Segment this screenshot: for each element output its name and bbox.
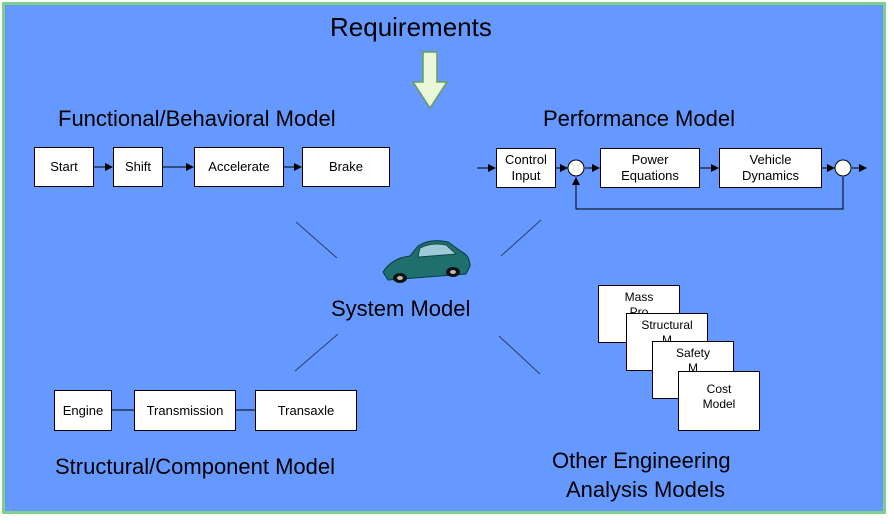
other-models-title-line2: Analysis Models	[566, 477, 725, 502]
structural-box-transaxle: Transaxle	[255, 390, 357, 431]
structural-model-title: Structural/Component Model	[55, 454, 336, 479]
performance-connectors	[477, 164, 867, 210]
summing-junction-1	[567, 159, 585, 177]
structural-box-transmission: Transmission	[134, 390, 236, 431]
requirements-title: Requirements	[330, 12, 492, 42]
performance-box-control-input: Control Input	[496, 148, 556, 188]
other-models-title-line1: Other Engineering	[552, 448, 731, 473]
structural-box-engine: Engine	[54, 390, 112, 431]
system-diagonals	[294, 219, 542, 375]
performance-box-vehicle-dynamics: Vehicle Dynamics	[719, 148, 822, 188]
system-model-title: System Model	[331, 296, 471, 321]
functional-box-shift: Shift	[113, 147, 163, 187]
performance-box-power-equations: Power Equations	[600, 148, 700, 188]
analysis-card-cost: Cost Model	[678, 371, 760, 431]
summing-junction-2	[834, 159, 852, 177]
functional-model-title: Functional/Behavioral Model	[58, 106, 336, 131]
functional-box-start: Start	[34, 147, 94, 187]
performance-model-title: Performance Model	[543, 106, 735, 131]
functional-box-brake: Brake	[302, 147, 390, 187]
down-arrow-icon	[411, 51, 449, 110]
functional-box-accelerate: Accelerate	[194, 147, 284, 187]
car-icon	[382, 240, 471, 283]
